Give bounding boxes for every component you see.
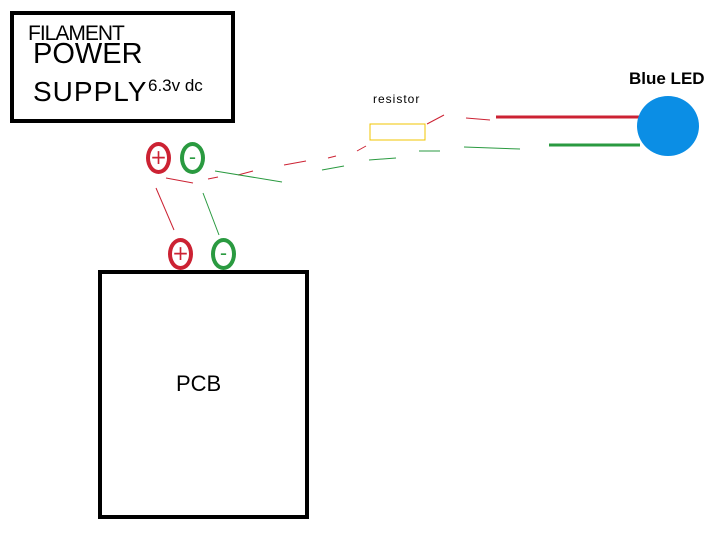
wire-positive-to-led (426, 114, 640, 125)
power-supply-label-supply: SUPPLY (33, 76, 148, 107)
led-label: Blue LED (629, 69, 705, 88)
pcb-positive-terminal: + (168, 238, 193, 270)
wire-psu-to-pcb-negative (202, 192, 220, 236)
power-supply-box (10, 11, 235, 123)
resistor-body (369, 123, 426, 141)
wire-psu-to-pcb-positive (155, 187, 175, 231)
power-supply-label-filament: FILAMENT (28, 22, 125, 45)
psu-negative-terminal: - (180, 142, 205, 174)
psu-positive-terminal: + (146, 142, 171, 174)
wire-negative-to-led (214, 143, 640, 183)
power-supply-label-power: POWER (33, 38, 143, 70)
blue-led (637, 96, 699, 156)
pcb-negative-terminal: - (211, 238, 236, 270)
wire-positive-to-resistor (165, 145, 367, 184)
pcb-box (98, 270, 309, 519)
pcb-label: PCB (176, 371, 222, 396)
power-supply-voltage: 6.3v dc (148, 76, 203, 95)
resistor-label: resistor (373, 92, 421, 106)
